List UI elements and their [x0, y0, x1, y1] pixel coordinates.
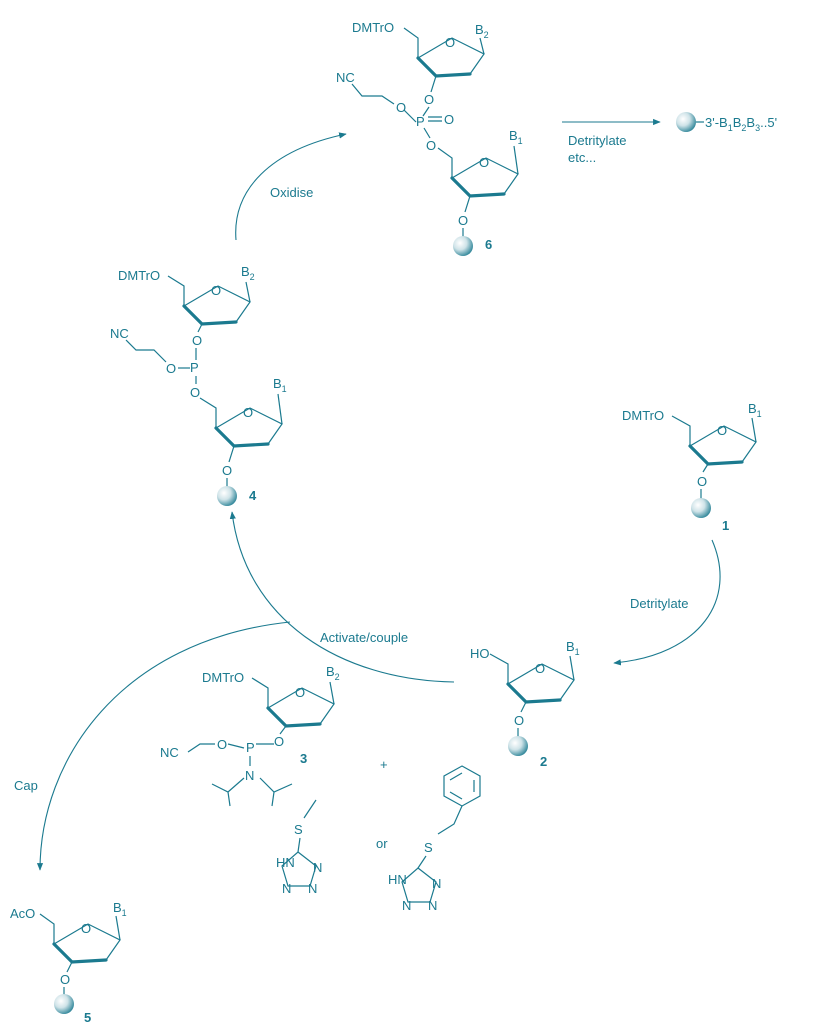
phosphorus-label: P [416, 114, 425, 129]
sulfur-label: S [294, 822, 303, 837]
detritylate-label: Detritylate [630, 596, 689, 611]
nitrile-label: NC [160, 745, 179, 760]
base-b2: B2 [475, 22, 489, 40]
ethylthio-tetrazole-structure: S HN N N N [276, 799, 322, 896]
base-b1: B1 [113, 900, 127, 918]
base-b1: B1 [748, 401, 762, 419]
oligonucleotide-product: 3'-B1B2B3..5' [705, 115, 777, 133]
base-b1: B1 [273, 376, 287, 394]
oxygen-label: O [444, 112, 454, 127]
oxygen-label: O [426, 138, 436, 153]
compound-2-number: 2 [540, 754, 547, 769]
oxygen-label: O [217, 737, 227, 752]
oxygen-label: O [396, 100, 406, 115]
oxidise-label: Oxidise [270, 185, 313, 200]
cap-label: Cap [14, 778, 38, 793]
or-label: or [376, 836, 388, 851]
oxygen-label: O [192, 333, 202, 348]
ring-oxygen: O [243, 405, 253, 420]
resin-bead [691, 498, 711, 518]
resin-bead [54, 994, 74, 1014]
sulfur-label: S [424, 840, 433, 855]
resin-bead [453, 236, 473, 256]
base-b1: B1 [509, 128, 523, 146]
ring-oxygen: O [295, 685, 305, 700]
base-b1: B1 [566, 639, 580, 657]
resin-bead [508, 736, 528, 756]
compound-6-structure: DMTrO O B2 O P O O NC O O B1 O 6 [336, 20, 523, 256]
ring-oxygen: O [479, 155, 489, 170]
resin-bead [676, 112, 696, 132]
oxygen-label: O [190, 385, 200, 400]
ring-oxygen: O [717, 423, 727, 438]
dmtro-label: DMTrO [118, 268, 160, 283]
ring-oxygen: O [445, 35, 455, 50]
oxygen-label: O [458, 213, 468, 228]
resin-bead [217, 486, 237, 506]
nitrogen-label: N [313, 860, 322, 875]
oxidise-arrow [235, 132, 347, 241]
plus-sign: + [380, 757, 388, 772]
oxygen-label: O [222, 463, 232, 478]
compound-3-number: 3 [300, 751, 307, 766]
compound-4-structure: DMTrO O B2 O P O NC O O B1 O 4 [110, 264, 287, 506]
dmtro-label: DMTrO [352, 20, 394, 35]
detritylate-arrow [613, 539, 721, 666]
etc-label: etc... [568, 150, 596, 165]
ring-oxygen: O [211, 283, 221, 298]
nitrile-label: NC [110, 326, 129, 341]
ring-oxygen: O [81, 921, 91, 936]
nitrogen-label: N [432, 876, 441, 891]
oxygen-label: O [514, 713, 524, 728]
compound-4-number: 4 [249, 488, 257, 503]
cap-arrow [36, 621, 291, 871]
dmtro-label: DMTrO [622, 408, 664, 423]
oxygen-label: O [166, 361, 176, 376]
detritylate-etc-label: Detritylate [568, 133, 627, 148]
base-b2: B2 [326, 664, 340, 682]
compound-3-structure: DMTrO O B2 O P O NC N 3 [160, 664, 340, 807]
dmtro-label: DMTrO [202, 670, 244, 685]
nitrogen-label: N [308, 881, 317, 896]
oxygen-label: O [274, 734, 284, 749]
compound-1-number: 1 [722, 518, 729, 533]
ring-oxygen: O [535, 661, 545, 676]
compound-1-structure: DMTrO O B1 O 1 [622, 401, 762, 533]
nitrile-label: NC [336, 70, 355, 85]
activate-couple-arrow [229, 511, 455, 683]
compound-2-structure: HO O B1 O 2 [470, 639, 580, 769]
oxygen-label: O [424, 92, 434, 107]
compound-5-structure: AcO O B1 O 5 [10, 900, 127, 1025]
nitrogen-label: N [245, 768, 254, 783]
compound-5-number: 5 [84, 1010, 91, 1025]
benzylthio-tetrazole-structure: S HN N N N [388, 765, 481, 913]
activate-couple-label: Activate/couple [320, 630, 408, 645]
nh-label: HN [276, 855, 295, 870]
oxygen-label: O [60, 972, 70, 987]
hydroxyl-label: HO [470, 646, 490, 661]
phosphorus-label: P [190, 360, 199, 375]
nitrogen-label: N [402, 898, 411, 913]
acetoxy-label: AcO [10, 906, 35, 921]
compound-6-number: 6 [485, 237, 492, 252]
nh-label: HN [388, 872, 407, 887]
nitrogen-label: N [428, 898, 437, 913]
nitrogen-label: N [282, 881, 291, 896]
oxygen-label: O [697, 474, 707, 489]
base-b2: B2 [241, 264, 255, 282]
phosphorus-label: P [246, 740, 255, 755]
